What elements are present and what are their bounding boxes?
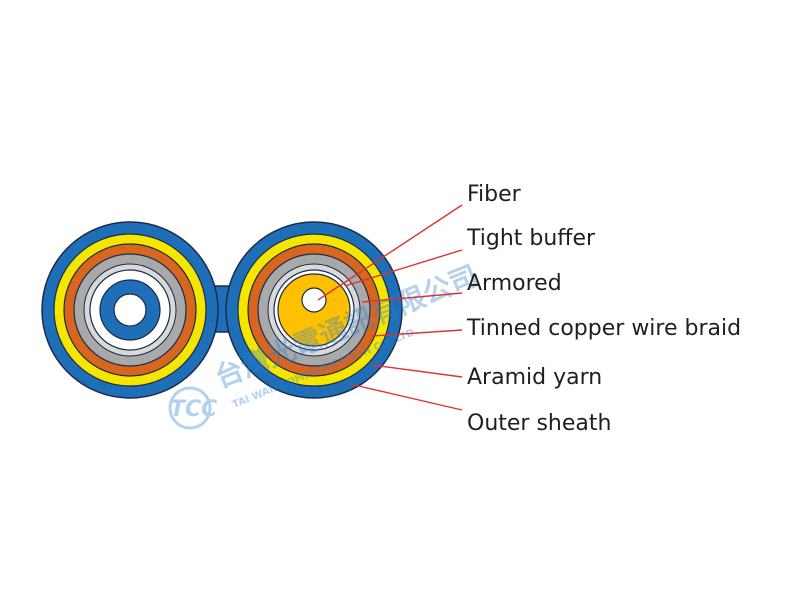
- label-armored: Armored: [467, 271, 562, 296]
- leader-line-armored: [361, 292, 463, 303]
- leader-line-aramid-yarn: [371, 364, 463, 378]
- right-fiber: [301, 287, 327, 313]
- leader-line-fiber: [317, 204, 463, 301]
- right-sub-cable: [225, 221, 403, 399]
- leader-line-tinned-braid: [371, 329, 463, 337]
- label-tinned-braid: Tinned copper wire braid: [466, 316, 741, 341]
- leader-line-outer-sheath: [349, 383, 463, 411]
- label-outer-sheath: Outer sheath: [467, 411, 611, 436]
- leader-line-tight-buffer: [344, 249, 463, 287]
- left-fiber: [113, 293, 147, 327]
- leader-lines: [317, 204, 463, 411]
- label-tight-buffer: Tight buffer: [466, 226, 596, 251]
- label-fiber: Fiber: [467, 182, 522, 207]
- left-sub-cable: [41, 221, 219, 399]
- watermark-logo-text: TCC: [170, 397, 217, 422]
- layer-labels: Fiber Tight buffer Armored Tinned copper…: [466, 182, 741, 436]
- label-aramid-yarn: Aramid yarn: [467, 365, 602, 390]
- tcc-logo-mark: [168, 386, 212, 430]
